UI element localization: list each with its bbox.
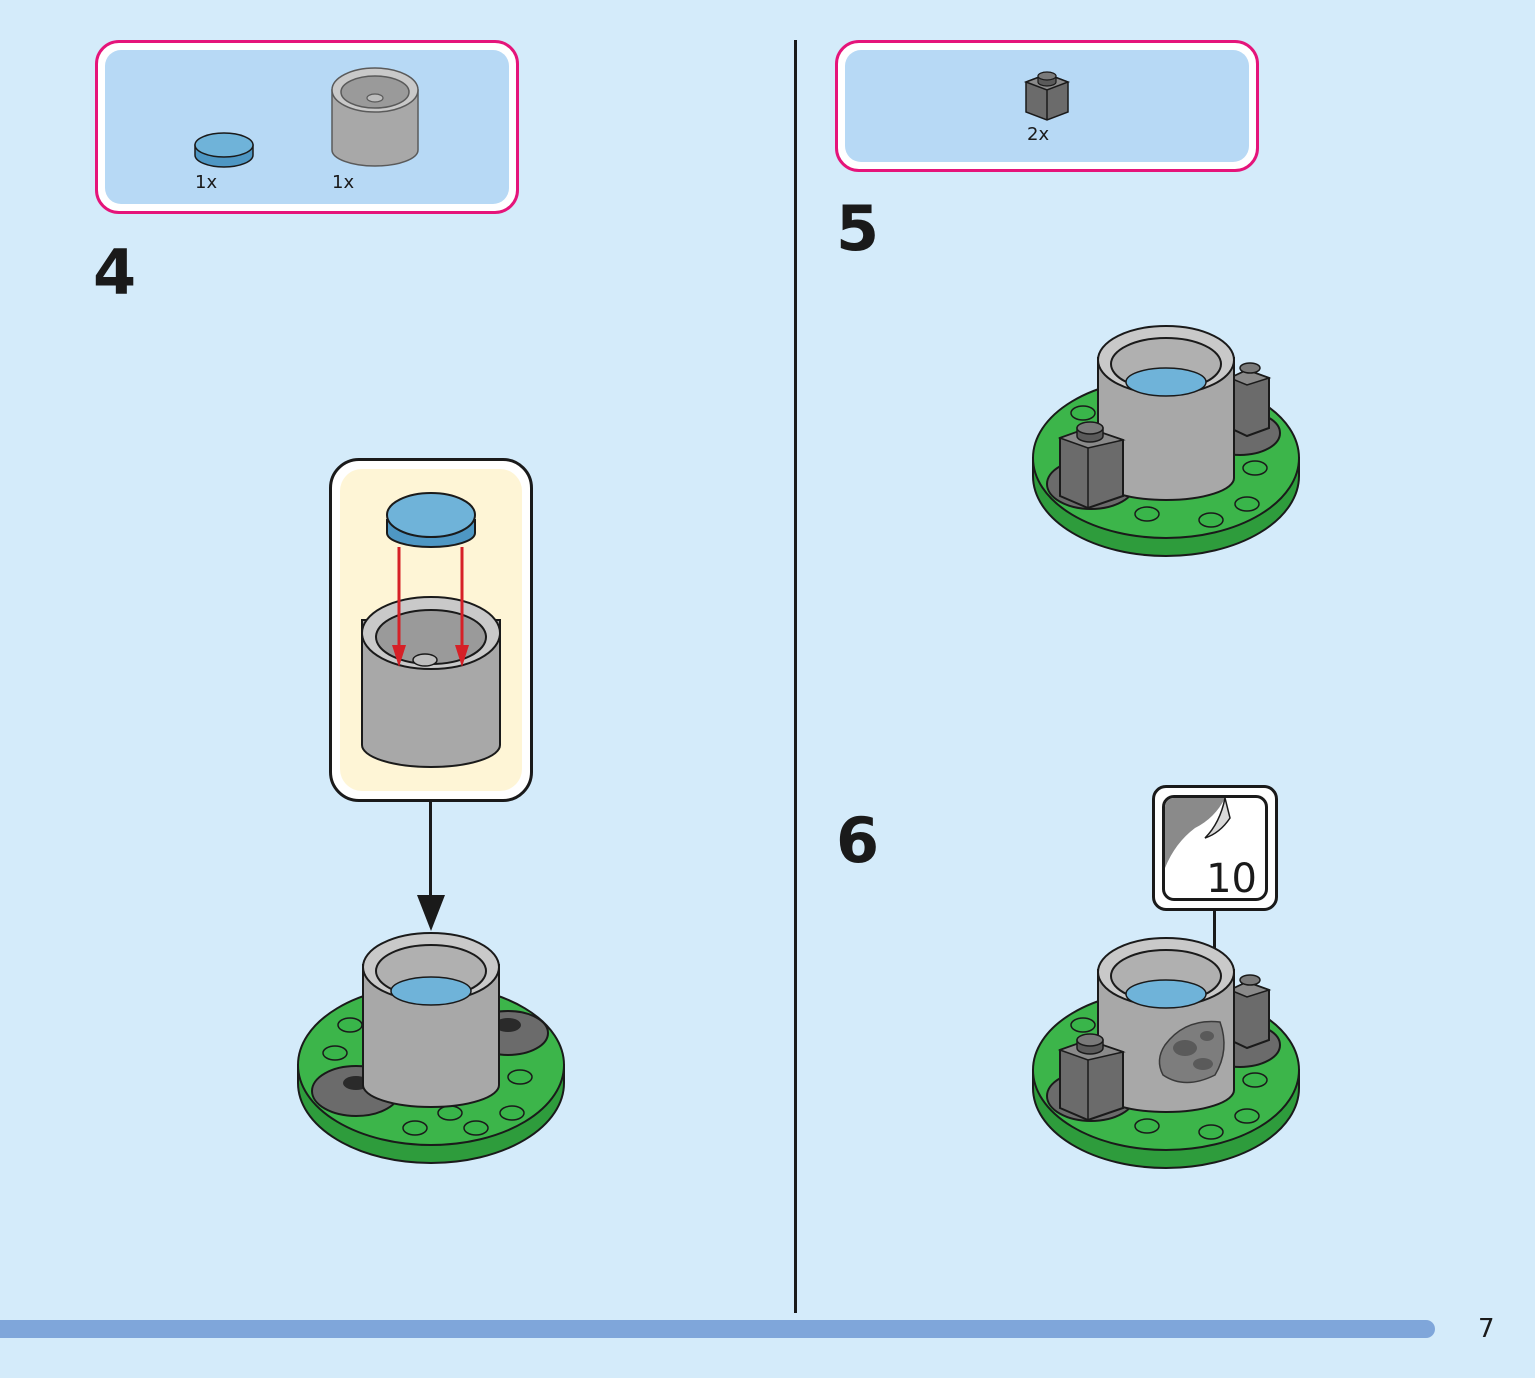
sticker-inner: [1162, 795, 1268, 901]
step4-part1-qty: 1x: [195, 172, 218, 193]
step6-number: 6: [836, 804, 880, 877]
column-divider: [794, 40, 797, 1313]
step4-parts-inner: [105, 50, 509, 204]
step6-model: [1032, 937, 1300, 1169]
step5-part1-qty: 2x: [1027, 124, 1050, 145]
bottom-progress-bar: [0, 1320, 1435, 1338]
callout-connector-line: [429, 802, 432, 902]
step4-part2-qty: 1x: [332, 172, 355, 193]
step4-number: 4: [93, 236, 137, 309]
down-arrow-icon: [417, 895, 445, 931]
round-tile-2x2-icon: [194, 132, 254, 168]
sticker-tag: 10: [1152, 785, 1278, 911]
brick-1x1-icon: [1023, 71, 1071, 121]
round-brick-2x2-icon: [331, 67, 419, 167]
sticker-peel-icon: [1165, 798, 1231, 868]
step5-model: [1032, 325, 1300, 557]
step4-model: [297, 932, 565, 1164]
callout-subassembly-icon: [361, 492, 501, 768]
step5-number: 5: [836, 192, 880, 265]
page-number: 7: [1478, 1314, 1495, 1344]
step4-parts-box: [95, 40, 519, 214]
sticker-number: 10: [1206, 856, 1257, 902]
